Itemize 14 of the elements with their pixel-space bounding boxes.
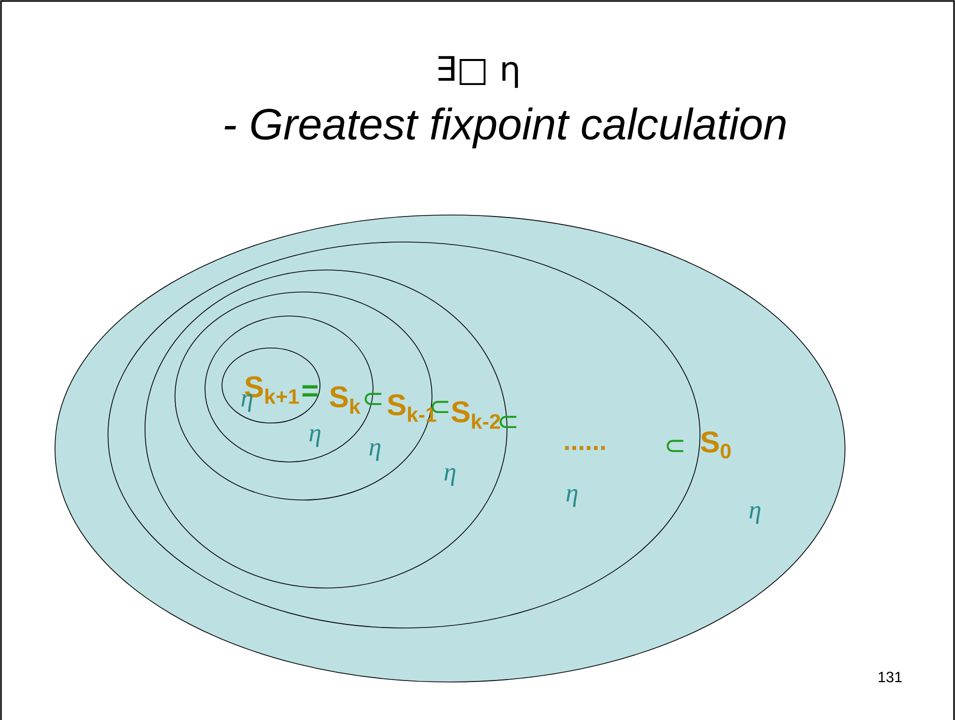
eta-symbol: η: [370, 443, 380, 461]
subtitle: - Greatest fixpoint calculation: [224, 108, 786, 148]
equals-sign: =: [302, 385, 318, 396]
set-label: S$_{0}$: [700, 431, 731, 459]
title: ∃□ η: [438, 56, 518, 88]
set-label: S$_{k-2}$: [452, 401, 500, 429]
eta-symbol: η: [566, 489, 578, 507]
subset-symbol: ⊂: [666, 440, 684, 452]
eta-symbol: η: [750, 506, 760, 524]
set-label: S$_{k}$: [330, 386, 361, 414]
eta-symbol: η: [310, 429, 320, 447]
eta-symbol: η: [444, 468, 456, 486]
page-number: 131: [878, 672, 902, 682]
ellipsis-dots: ......: [565, 446, 605, 450]
